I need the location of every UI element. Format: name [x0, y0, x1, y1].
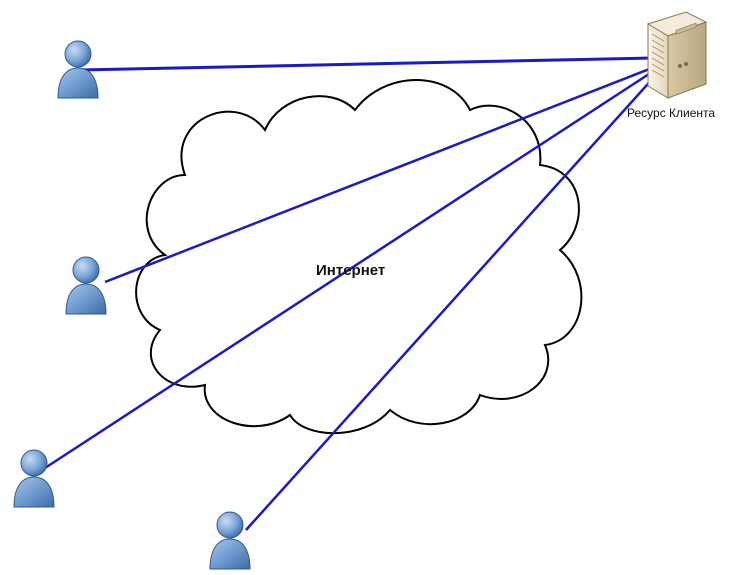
internet-cloud — [135, 79, 583, 435]
user-icon — [209, 511, 251, 570]
connection-line — [44, 70, 653, 470]
connection-lines — [44, 56, 656, 531]
user-icon — [13, 449, 55, 508]
user-icon — [65, 256, 107, 315]
server-label: Ресурс Клиента — [627, 106, 715, 120]
server-icon — [646, 11, 708, 99]
cloud-label: Интернет — [316, 262, 385, 279]
connection-line — [245, 75, 656, 531]
connection-line — [79, 56, 653, 72]
connection-line — [104, 66, 653, 284]
